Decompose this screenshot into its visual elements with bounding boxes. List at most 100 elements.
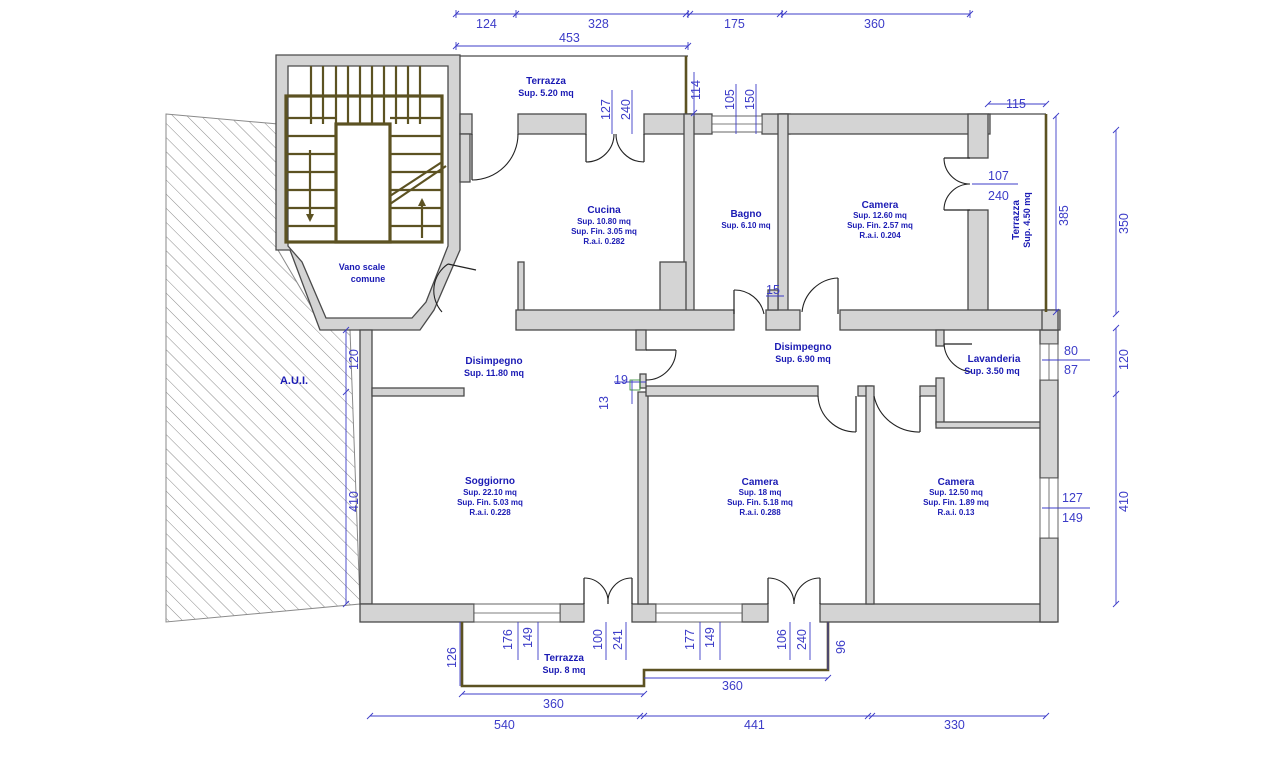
svg-text:Sup. 5.20 mq: Sup. 5.20 mq (518, 88, 574, 98)
svg-text:R.a.i. 0.288: R.a.i. 0.288 (739, 508, 781, 517)
dim-camera-240: 240 (988, 189, 1009, 203)
dim-bagno-150: 150 (743, 89, 757, 110)
room-terrazza-right: Terrazza Sup. 4.50 mq (1011, 192, 1032, 248)
svg-text:comune: comune (351, 274, 386, 284)
dim-right-120: 120 (1117, 349, 1131, 370)
dim-bw-149: 149 (521, 627, 535, 648)
svg-text:Soggiorno: Soggiorno (465, 476, 515, 487)
dim-bottom-540: 540 (494, 718, 515, 732)
dim-top-328: 328 (588, 17, 609, 31)
dim-bc-149: 149 (703, 627, 717, 648)
svg-text:R.a.i. 0.204: R.a.i. 0.204 (859, 231, 901, 240)
room-disimpegno-e: Disimpegno Sup. 6.90 mq (774, 342, 831, 364)
dim-right-350: 350 (1117, 213, 1131, 234)
staircase (284, 66, 447, 244)
dim-bc-106: 106 (775, 629, 789, 650)
dim-camera-107: 107 (988, 169, 1009, 183)
room-camera-se: Camera Sup. 12.50 mq Sup. Fin. 1.89 mq R… (923, 477, 989, 517)
svg-text:Sup. Fin. 1.89 mq: Sup. Fin. 1.89 mq (923, 498, 989, 507)
room-terrazza-top: Terrazza Sup. 5.20 mq (518, 76, 574, 98)
svg-text:Sup. Fin. 2.57 mq: Sup. Fin. 2.57 mq (847, 221, 913, 230)
dim-top-124: 124 (476, 17, 497, 31)
room-lavanderia: Lavanderia Sup. 3.50 mq (964, 354, 1021, 376)
bottom-terrace (460, 622, 830, 688)
svg-text:Terrazza: Terrazza (544, 653, 584, 664)
doors (433, 133, 973, 605)
dim-right-385: 385 (1057, 205, 1071, 226)
svg-text:Sup. 3.50 mq: Sup. 3.50 mq (964, 366, 1020, 376)
dim-top-terrace: 453 (559, 31, 580, 45)
apartment-walls (359, 113, 1061, 623)
svg-text:Sup. Fin. 3.05 mq: Sup. Fin. 3.05 mq (571, 227, 637, 236)
svg-text:Sup. Fin. 5.18 mq: Sup. Fin. 5.18 mq (727, 498, 793, 507)
aui-label: A.U.I. (280, 375, 308, 387)
svg-text:Sup. 6.10 mq: Sup. 6.10 mq (721, 221, 770, 230)
room-labels: Terrazza Sup. 5.20 mq Cucina Sup. 10.80 … (339, 76, 1032, 675)
dimension-lines (342, 10, 1120, 720)
svg-text:Disimpegno: Disimpegno (465, 356, 522, 367)
svg-text:Lavanderia: Lavanderia (968, 354, 1021, 365)
dim-top-360: 360 (864, 17, 885, 31)
dim-small-15: 15 (766, 283, 780, 297)
dim-bc-177: 177 (683, 629, 697, 650)
dim-right-410: 410 (1117, 491, 1131, 512)
dimension-texts: 124 328 175 360 453 114 127 240 105 150 … (347, 17, 1131, 732)
svg-text:Sup. 22.10 mq: Sup. 22.10 mq (463, 488, 517, 497)
dim-terrace-114: 114 (689, 80, 703, 100)
svg-text:Sup. 12.60 mq: Sup. 12.60 mq (853, 211, 907, 220)
dim-bottom-96: 96 (834, 640, 848, 654)
dim-bw-176: 176 (501, 629, 515, 650)
dim-bagno-105: 105 (723, 89, 737, 110)
svg-text:R.a.i. 0.282: R.a.i. 0.282 (583, 237, 625, 246)
room-soggiorno: Soggiorno Sup. 22.10 mq Sup. Fin. 5.03 m… (457, 476, 523, 517)
room-camera-sc: Camera Sup. 18 mq Sup. Fin. 5.18 mq R.a.… (727, 477, 793, 517)
svg-text:R.a.i. 0.228: R.a.i. 0.228 (469, 508, 511, 517)
dim-bottom-441: 441 (744, 718, 765, 732)
svg-text:R.a.i. 0.13: R.a.i. 0.13 (938, 508, 975, 517)
stair-core-walls (275, 54, 461, 331)
dim-bc-240: 240 (795, 629, 809, 650)
dim-lav-80: 80 (1064, 344, 1078, 358)
room-camera-ne: Camera Sup. 12.60 mq Sup. Fin. 2.57 mq R… (847, 200, 913, 240)
svg-text:Sup. 4.50 mq: Sup. 4.50 mq (1022, 192, 1032, 248)
svg-text:Camera: Camera (862, 200, 899, 211)
dim-bw-100: 100 (591, 629, 605, 650)
dim-cucina-240: 240 (619, 99, 633, 120)
svg-text:Disimpegno: Disimpegno (774, 342, 831, 353)
svg-text:Cucina: Cucina (587, 205, 621, 216)
room-terrazza-bottom: Terrazza Sup. 8 mq (542, 653, 585, 675)
room-bagno: Bagno Sup. 6.10 mq (721, 209, 770, 230)
svg-text:Sup. 10.80 mq: Sup. 10.80 mq (577, 217, 631, 226)
dim-left-120: 120 (347, 349, 361, 370)
dim-right-terrace-115: 115 (1006, 97, 1026, 111)
dim-small-19: 19 (614, 373, 628, 387)
dim-bw-241: 241 (611, 629, 625, 650)
svg-text:Camera: Camera (938, 477, 975, 488)
svg-text:Sup. Fin. 5.03 mq: Sup. Fin. 5.03 mq (457, 498, 523, 507)
dim-lav-87: 87 (1064, 363, 1078, 377)
top-terrace (460, 55, 688, 115)
room-vano-scale: Vano scale comune (339, 262, 386, 284)
dim-bottom-126: 126 (445, 647, 459, 668)
dim-bottom-terrace-left: 360 (543, 697, 564, 711)
svg-text:Sup. 8 mq: Sup. 8 mq (542, 665, 585, 675)
dim-cucina-127: 127 (599, 99, 613, 120)
svg-text:Terrazza: Terrazza (1011, 200, 1022, 240)
svg-text:Camera: Camera (742, 477, 779, 488)
svg-text:Sup. 11.80 mq: Sup. 11.80 mq (464, 368, 524, 378)
right-terrace (988, 113, 1048, 312)
svg-text:Sup. 18 mq: Sup. 18 mq (739, 488, 782, 497)
svg-text:Sup. 12.50 mq: Sup. 12.50 mq (929, 488, 983, 497)
svg-text:Sup. 6.90 mq: Sup. 6.90 mq (775, 354, 831, 364)
dim-camera-se-127: 127 (1062, 491, 1083, 505)
room-disimpegno-w: Disimpegno Sup. 11.80 mq (464, 356, 524, 378)
dim-small-13: 13 (597, 396, 611, 410)
dim-bottom-terrace-right: 360 (722, 679, 743, 693)
dim-left-410: 410 (347, 491, 361, 512)
svg-text:Bagno: Bagno (730, 209, 761, 220)
svg-text:Vano scale: Vano scale (339, 262, 386, 272)
dim-bottom-330: 330 (944, 718, 965, 732)
svg-text:Terrazza: Terrazza (526, 76, 566, 87)
dim-top-175: 175 (724, 17, 745, 31)
